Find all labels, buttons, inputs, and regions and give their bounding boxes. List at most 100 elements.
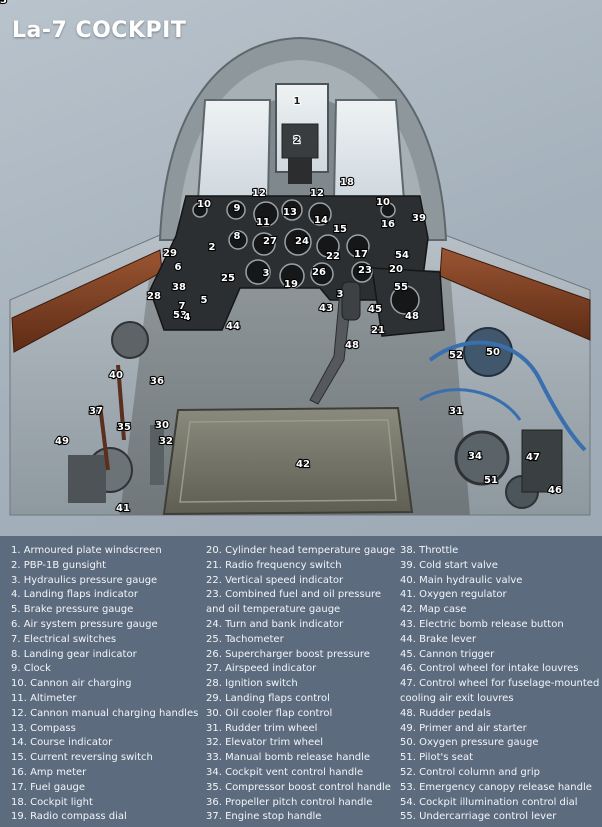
callout-number: 26 (312, 267, 326, 278)
callout-number: 39 (412, 213, 426, 224)
legend-item: 42. Map case (400, 604, 467, 616)
callout-number: 34 (468, 451, 482, 462)
legend-item: 24. Turn and bank indicator (206, 618, 344, 630)
callout-number: 54 (395, 250, 409, 261)
legend-item: 55. Undercarriage control lever (400, 811, 557, 823)
legend-panel (0, 536, 602, 827)
callout-number: 2 (209, 242, 216, 253)
control-column (309, 281, 361, 405)
legend-item: 15. Current reversing switch (11, 752, 153, 764)
diagram-title: La-7 COCKPIT (12, 18, 187, 43)
legend-item: cooling air exit louvres (400, 692, 514, 704)
callout-number: 41 (116, 503, 130, 514)
callout-number: 15 (333, 224, 347, 235)
callout-number: 6 (175, 262, 182, 273)
legend-item: 46. Control wheel for intake louvres (400, 663, 579, 675)
legend-item: 10. Cannon air charging (11, 678, 132, 690)
legend-column-1: 1. Armoured plate windscreen 2. PBP-1B gu… (11, 544, 198, 825)
legend-item: 14. Course indicator (11, 737, 113, 749)
legend-column-3: 38. Throttle 39. Cold start valve 40. Main… (400, 544, 599, 825)
legend-item: 19. Radio compass dial (11, 811, 127, 823)
callout-number: 3 (263, 268, 270, 279)
legend-item: 4. Landing flaps indicator (11, 589, 138, 601)
pilot-seat (162, 406, 414, 516)
legend-item: 18. Cockpit light (11, 796, 93, 808)
callout-number: 4 (184, 312, 191, 323)
legend-item: 28. Ignition switch (206, 678, 298, 690)
callout-number: 23 (358, 265, 372, 276)
legend-item: 48. Rudder pedals (400, 707, 492, 719)
gunsight (281, 123, 319, 184)
callout-number: 14 (314, 215, 328, 226)
callout-number: 28 (147, 291, 161, 302)
legend-item: 47. Control wheel for fuselage-mounted (400, 678, 600, 690)
callout-number: 20 (389, 264, 403, 275)
callout-number: 11 (256, 217, 270, 228)
legend-item: 31. Rudder trim wheel (206, 722, 318, 734)
legend-item: 8. Landing gear indicator (11, 648, 137, 660)
legend-item: 36. Propeller pitch control handle (206, 796, 373, 808)
legend-item: 2. PBP-1B gunsight (11, 559, 107, 571)
callout-number: 29 (163, 248, 177, 259)
legend-item: 33. Manual bomb release handle (206, 752, 371, 764)
callout-number: 3 (337, 289, 344, 300)
callout-number: 52 (449, 350, 463, 361)
legend-item: and oil temperature gauge (206, 604, 341, 616)
callout-number: 42 (296, 459, 310, 470)
callout-number: 40 (109, 370, 123, 381)
legend-item: 39. Cold start valve (400, 559, 498, 571)
callout-number: 13 (283, 207, 297, 218)
legend-item: 45. Cannon trigger (400, 648, 495, 660)
callout-number: 36 (150, 376, 164, 387)
legend-item: 38. Throttle (400, 545, 459, 556)
callout-number: 12 (252, 188, 266, 199)
legend-item: 52. Control column and grip (400, 766, 540, 778)
legend-item: 13. Compass (11, 722, 76, 734)
legend-item: 37. Engine stop handle (206, 811, 322, 823)
callout-number: 10 (197, 199, 211, 210)
callout-number: 32 (159, 436, 173, 447)
callout-number: 7 (179, 301, 186, 312)
callout-number: 19 (284, 279, 298, 290)
callout-number: 35 (117, 422, 131, 433)
legend-item: 7. Electrical switches (11, 633, 117, 645)
callout-number: 25 (221, 273, 235, 284)
legend-item: 43. Electric bomb release button (400, 618, 564, 630)
callout-number: 1 (294, 96, 301, 107)
callout-number: 31 (449, 406, 463, 417)
callout-number: 49 (55, 436, 69, 447)
callout-number: 17 (354, 249, 368, 260)
right-console (419, 327, 587, 509)
callout-number: 50 (486, 347, 500, 358)
callout-number: 55 (394, 282, 408, 293)
callout-number: 9 (234, 203, 241, 214)
legend-item: 3. Hydraulics pressure gauge (11, 574, 158, 586)
right-wood-rail (439, 247, 591, 341)
legend-item: 1. Armoured plate windscreen (11, 545, 162, 556)
left-console (68, 321, 164, 503)
legend-item: 44. Brake lever (400, 633, 477, 645)
callout-number: 27 (263, 236, 277, 247)
legend-item: 30. Oil cooler flap control (206, 707, 333, 719)
legend-item: 40. Main hydraulic valve (400, 574, 523, 586)
callout-number: 44 (226, 321, 240, 332)
legend-item: 20. Cylinder head temperature gauge (206, 545, 396, 556)
callout-number: 48 (345, 340, 359, 351)
callout-number: 51 (484, 475, 498, 486)
callout-number: 12 (310, 188, 324, 199)
gauges (192, 199, 420, 315)
callout-number: 30 (155, 420, 169, 431)
callout-number: 48 (405, 311, 419, 322)
legend-item: 49. Primer and air starter (400, 722, 527, 734)
legend-item: 21. Radio frequency switch (206, 559, 342, 571)
legend-item: 32. Elevator trim wheel (206, 737, 324, 749)
legend-item: 11. Altimeter (11, 692, 77, 704)
callout-number: 21 (371, 325, 385, 336)
callout-number: 46 (548, 485, 562, 496)
callout-number: 24 (295, 236, 309, 247)
legend-item: 9. Clock (11, 663, 51, 675)
legend-item: 35. Compressor boost control handle (206, 781, 391, 793)
callout-number: 45 (368, 304, 382, 315)
callout-number: 37 (89, 406, 103, 417)
